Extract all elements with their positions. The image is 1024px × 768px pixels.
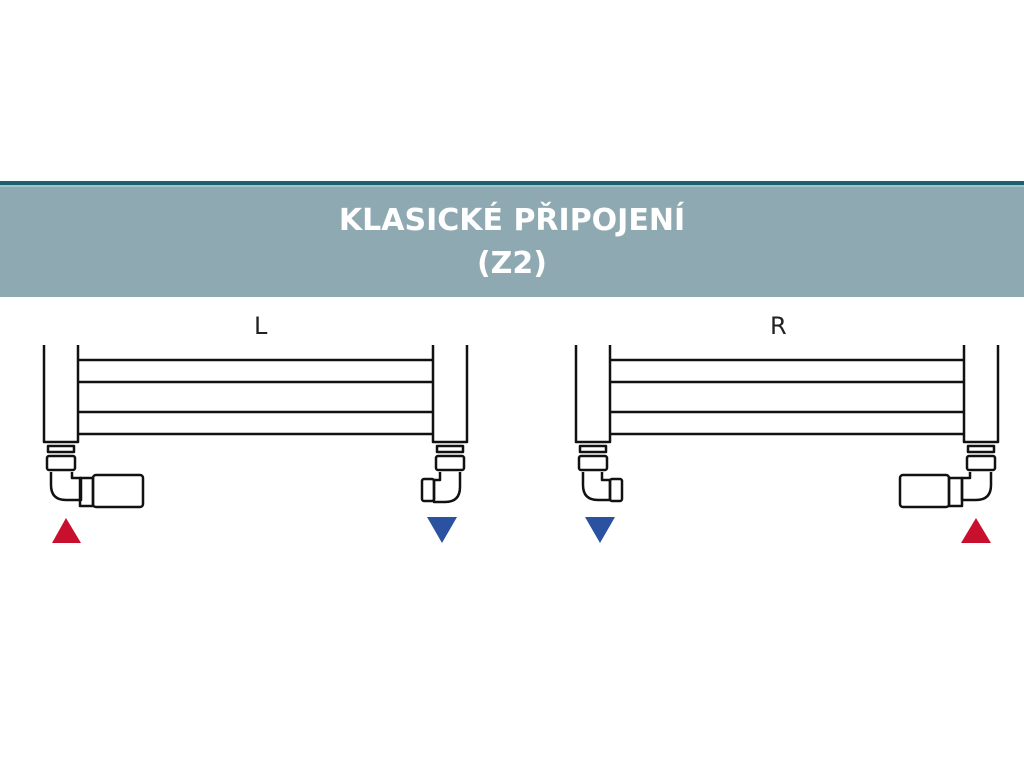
radiator-right	[574, 345, 1000, 509]
return-arrow-icon	[427, 517, 457, 543]
connection-diagrams	[42, 345, 1000, 543]
page-title: KLASICKÉ PŘIPOJENÍ	[338, 203, 686, 238]
diagram-label-left: L	[254, 312, 268, 340]
return-arrow-icon	[585, 517, 615, 543]
supply-arrow-icon	[961, 518, 991, 543]
radiator-left	[42, 345, 469, 509]
page-subtitle: (Z2)	[476, 246, 548, 281]
diagram-label-right: R	[770, 312, 787, 340]
supply-arrow-icon	[52, 518, 81, 543]
header-band	[0, 187, 1024, 297]
header-accent-line	[0, 181, 1024, 185]
header-highlight-line	[0, 185, 1024, 187]
